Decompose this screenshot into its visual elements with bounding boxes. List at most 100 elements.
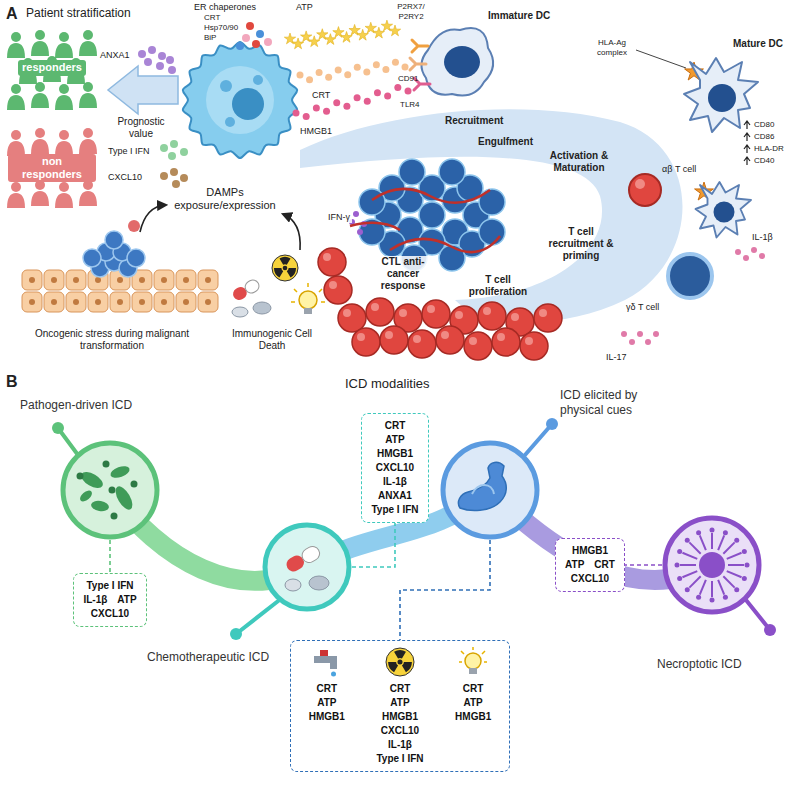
tumour-cytoplasm-dot <box>206 66 274 134</box>
modality-heading: Necroptotic ICD <box>657 657 742 672</box>
group-label: non responders <box>8 154 96 182</box>
figure-label: ICD modalities <box>345 376 430 392</box>
modality-disc <box>60 440 160 540</box>
modality-heading: ICD elicited by physical cues <box>560 388 670 418</box>
damp-name: ANXA1 <box>378 489 412 503</box>
person-head <box>59 182 69 192</box>
figure-label: CD91 <box>398 74 418 84</box>
damp-row: CXCL10 <box>371 461 418 475</box>
label-anchor: Engulfment <box>478 136 533 148</box>
burst-dot <box>734 538 739 543</box>
person-body <box>55 193 73 208</box>
damp-row: CRT <box>371 419 418 433</box>
damp-name: HMGB1 <box>309 710 345 724</box>
cxcl10-dot <box>180 174 188 182</box>
person-head <box>83 30 93 40</box>
coccus <box>77 473 84 480</box>
t-cell-dot <box>436 326 464 354</box>
figure-label: TLR4 <box>400 100 420 110</box>
il-17-dot <box>653 331 659 337</box>
tumour-mound <box>83 231 145 277</box>
label-anchor: HLA-Ag complex <box>590 38 634 57</box>
er-chaperone-dot <box>256 30 264 38</box>
il-17 <box>621 331 659 345</box>
damp-name: CRT <box>317 682 338 696</box>
tablet <box>285 579 301 591</box>
label-anchor: CXCL10 <box>108 172 142 183</box>
label-anchor: IFN-γ <box>326 206 352 224</box>
type-i-ifn <box>160 140 188 160</box>
crt-stream-dot <box>373 61 380 68</box>
tissue-cell <box>44 292 64 312</box>
burst-dot <box>723 530 728 535</box>
tumour-mound-dot <box>83 249 101 267</box>
dashed-connector <box>352 523 395 567</box>
il-1b <box>735 247 765 261</box>
burst-dot <box>710 598 715 603</box>
burst-ray <box>727 571 742 577</box>
tissue-cell <box>198 270 218 290</box>
crt-stream-dot <box>392 59 399 66</box>
tumour-mass-cell <box>359 159 505 271</box>
label-anchor: αβ T cell <box>662 164 696 175</box>
damp-row: IL-1βATP <box>83 593 136 607</box>
t-cell-highlight-dot <box>469 337 477 345</box>
person-head <box>59 84 69 94</box>
crt-stream-dot <box>297 72 304 79</box>
modality-icon <box>457 646 489 678</box>
tumour-organelle-dot <box>225 117 235 127</box>
burst-dot <box>723 595 728 600</box>
burst-ray <box>682 553 697 559</box>
damp-column: CRTATPHMGB1 <box>309 646 345 766</box>
tumour-organelle-dot <box>253 75 263 85</box>
radiation-icon <box>386 648 414 676</box>
trefoil-blade <box>388 662 398 672</box>
crt-stream-dot <box>325 74 332 81</box>
tumour-mound-dot <box>127 249 145 267</box>
upregulation-arrow <box>744 121 750 129</box>
bacterium <box>112 484 135 513</box>
label-anchor: IL-1β <box>752 232 773 243</box>
figure-label: T cell proliferation <box>462 274 534 298</box>
t-cell-highlight-dot <box>427 305 435 313</box>
crt-stream-dot <box>363 69 370 76</box>
figure-label: Mature DC <box>728 38 788 50</box>
crt-stream-dot <box>335 66 342 73</box>
non-responder-group: non responders <box>4 122 100 214</box>
burst-ray <box>680 564 696 566</box>
modality-icon <box>284 544 329 591</box>
hmgb1-stream-dot <box>333 99 340 106</box>
burst-dot <box>677 576 682 581</box>
coccus <box>109 487 116 494</box>
burst-ray <box>723 542 734 553</box>
er-chaperone-dot <box>236 42 244 50</box>
burst-dot <box>685 587 690 592</box>
person-head <box>35 30 45 40</box>
tissue-nucleus <box>51 277 57 283</box>
capsule <box>284 544 322 574</box>
t-cell-highlight-dot <box>399 309 407 317</box>
bacterium <box>79 469 106 491</box>
tumour-vessels <box>350 189 500 252</box>
er-chaperone-dot <box>246 22 254 30</box>
t-cell-dot <box>318 248 346 276</box>
tumour-mound-dot <box>105 231 123 249</box>
person-head <box>11 84 21 94</box>
tumour-organelle-dot <box>232 88 264 120</box>
dashed-connector <box>400 540 490 640</box>
damp-name: CRT <box>385 419 406 433</box>
person-head <box>35 82 45 92</box>
tissue-cell <box>22 270 42 290</box>
crt-stream-dot <box>316 69 323 76</box>
label-anchor: ER chaperones <box>194 2 256 13</box>
t-cell-dot <box>464 332 492 360</box>
label-anchor: T cell proliferation <box>462 274 534 298</box>
label-anchor: P2RX7/ P2RY2 <box>392 2 430 21</box>
t-cell-dot <box>366 298 394 326</box>
damp-name: HMGB1 <box>572 544 608 558</box>
t-cell-dot <box>422 300 450 328</box>
tissue-cell <box>22 292 42 312</box>
tissue-nucleus <box>117 299 123 305</box>
damp-row: CXCL10 <box>83 607 136 621</box>
atp-star <box>309 36 320 47</box>
